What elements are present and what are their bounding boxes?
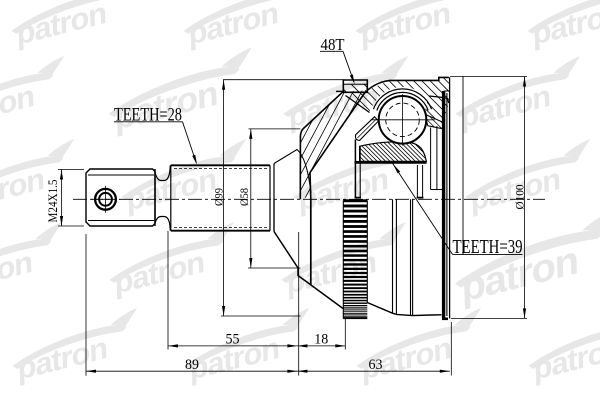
svg-text:55: 55	[226, 332, 240, 348]
svg-text:Ø58: Ø58	[237, 188, 251, 206]
svg-text:48T: 48T	[321, 35, 345, 54]
svg-text:63: 63	[369, 357, 383, 373]
svg-text:18: 18	[314, 332, 328, 348]
svg-text:TEETH=39: TEETH=39	[453, 237, 523, 258]
svg-text:M24X1.5: M24X1.5	[46, 180, 60, 223]
svg-text:89: 89	[185, 357, 199, 373]
svg-text:Ø99: Ø99	[212, 188, 226, 206]
svg-text:TEETH=28: TEETH=28	[114, 105, 182, 126]
svg-text:Ø100: Ø100	[513, 185, 527, 210]
